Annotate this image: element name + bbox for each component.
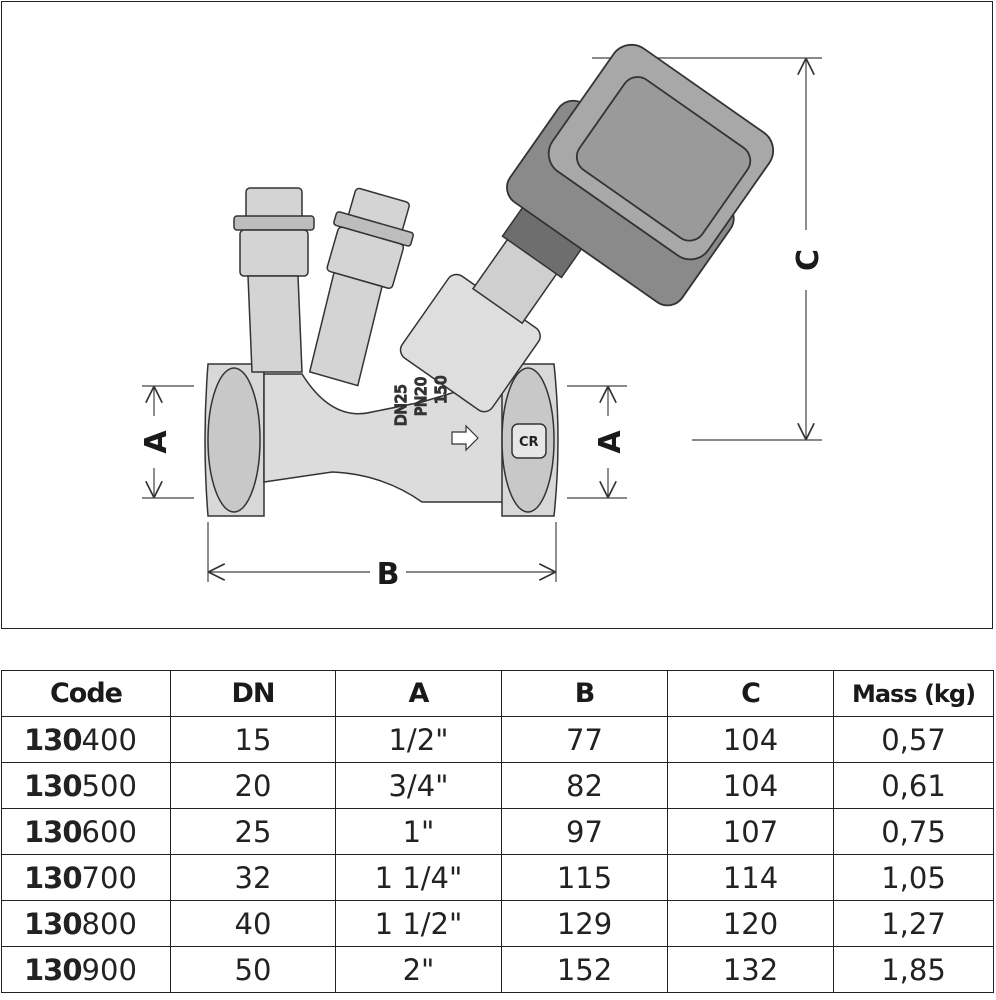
- dimension-label-c: C: [791, 249, 826, 271]
- cell-mass: 1,27: [833, 900, 994, 947]
- cell-b: 82: [501, 762, 668, 809]
- code-suffix: 900: [81, 952, 137, 987]
- dimension-label-b: B: [377, 557, 400, 592]
- dimension-a-right: A: [567, 385, 628, 499]
- actuator-cap: [506, 43, 775, 307]
- cell-b: 77: [501, 716, 668, 763]
- cell-mass: 1,85: [833, 946, 994, 993]
- cell-mass: 0,57: [833, 716, 994, 763]
- cell-a: 3/4": [335, 762, 502, 809]
- cell-code: 130400: [1, 716, 171, 763]
- dimension-b: B: [207, 522, 557, 592]
- code-suffix: 600: [81, 814, 137, 849]
- code-suffix: 700: [81, 860, 137, 895]
- cell-code: 130600: [1, 808, 171, 855]
- cell-c: 120: [667, 900, 834, 947]
- table-header-row: Code DN A B C Mass (kg): [1, 670, 994, 717]
- cell-dn: 25: [170, 808, 336, 855]
- valve-marking-line2: PN20: [412, 377, 430, 416]
- valve-logo: CR: [519, 435, 539, 450]
- cell-code: 130700: [1, 854, 171, 901]
- header-c: C: [667, 670, 834, 717]
- cell-dn: 32: [170, 854, 336, 901]
- valve-marking-line1: DN25: [392, 384, 410, 426]
- cell-code: 130900: [1, 946, 171, 993]
- code-suffix: 800: [81, 906, 137, 941]
- header-b: B: [501, 670, 668, 717]
- code-prefix: 130: [24, 860, 83, 895]
- valve-marking-line3: 150: [432, 375, 450, 404]
- header-dn: DN: [170, 670, 336, 717]
- cell-code: 130500: [1, 762, 171, 809]
- code-suffix: 400: [81, 722, 137, 757]
- cell-a: 1/2": [335, 716, 502, 763]
- dimension-label-a-left: A: [139, 430, 174, 454]
- cell-dn: 15: [170, 716, 336, 763]
- dimension-label-a-right: A: [593, 430, 628, 454]
- dimension-a-left: A: [139, 385, 194, 499]
- code-prefix: 130: [24, 952, 83, 987]
- pressure-test-ports: [233, 187, 414, 387]
- cell-c: 104: [667, 716, 834, 763]
- code-prefix: 130: [24, 768, 83, 803]
- cell-mass: 0,61: [833, 762, 994, 809]
- cell-mass: 0,75: [833, 808, 994, 855]
- cell-a: 2": [335, 946, 502, 993]
- code-prefix: 130: [24, 722, 83, 757]
- cell-b: 129: [501, 900, 668, 947]
- cell-mass: 1,05: [833, 854, 994, 901]
- cell-c: 104: [667, 762, 834, 809]
- cell-c: 114: [667, 854, 834, 901]
- cell-b: 97: [501, 808, 668, 855]
- header-a: A: [335, 670, 502, 717]
- cell-code: 130800: [1, 900, 171, 947]
- cell-b: 115: [501, 854, 668, 901]
- technical-drawing-frame: A A B C: [1, 1, 993, 629]
- header-mass: Mass (kg): [833, 670, 994, 717]
- header-code: Code: [1, 670, 171, 717]
- cell-b: 152: [501, 946, 668, 993]
- code-prefix: 130: [24, 906, 83, 941]
- cell-dn: 40: [170, 900, 336, 947]
- cell-c: 107: [667, 808, 834, 855]
- cell-dn: 50: [170, 946, 336, 993]
- valve-dimension-drawing: A A B C: [139, 43, 826, 592]
- cell-a: 1 1/2": [335, 900, 502, 947]
- code-suffix: 500: [81, 768, 137, 803]
- valve-bonnet: DN25 PN20 150: [391, 190, 594, 427]
- cell-a: 1": [335, 808, 502, 855]
- cell-c: 132: [667, 946, 834, 993]
- valve-body: [204, 363, 559, 517]
- cell-a: 1 1/4": [335, 854, 502, 901]
- code-prefix: 130: [24, 814, 83, 849]
- dimension-c: C: [592, 57, 826, 441]
- cell-dn: 20: [170, 762, 336, 809]
